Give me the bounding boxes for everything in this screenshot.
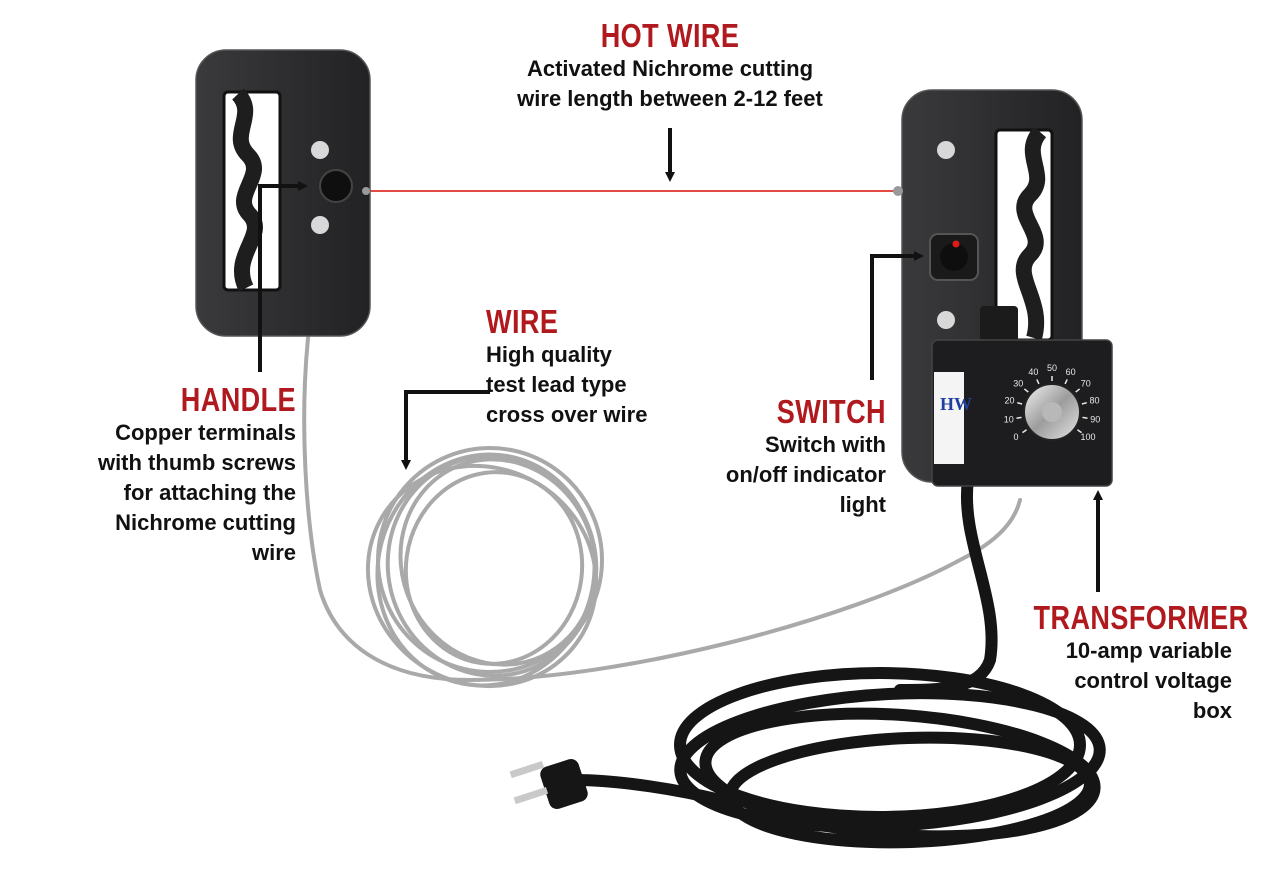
dial-tick-label: 70: [1081, 379, 1091, 389]
callout-wire: WIRE High quality test lead type cross o…: [486, 304, 647, 430]
handle-desc-2: with thumb screws: [97, 450, 296, 475]
transformer-desc-3: box: [1192, 698, 1232, 723]
dial-tick-label: 20: [1004, 396, 1014, 406]
dial-tick-mark: [1036, 379, 1040, 385]
hot-wire-desc-1: Activated Nichrome cutting: [526, 56, 814, 81]
handle-desc-4: Nichrome cutting: [115, 510, 296, 535]
wire-title: WIRE: [486, 303, 559, 340]
transformer-title: TRANSFORMER: [1033, 599, 1249, 636]
wire-desc-1: High quality: [486, 342, 612, 367]
callout-handle: HANDLE Copper terminals with thumb screw…: [40, 382, 296, 568]
handle-desc-5: wire: [251, 540, 296, 565]
dial-tick-label: 0: [1013, 432, 1018, 442]
dial-tick-label: 40: [1028, 367, 1038, 377]
wire-arrow: [401, 390, 490, 470]
switch-arrow: [870, 251, 924, 380]
dial-scale: 0 10 20 30 40 50 60 70 80 90 100: [1004, 363, 1101, 442]
callout-switch: SWITCH Switch with on/off indicator ligh…: [660, 394, 886, 520]
switch-desc-1: Switch with: [765, 432, 886, 457]
dial-tick-mark: [1082, 416, 1088, 420]
dial-tick-label: 30: [1013, 379, 1023, 389]
wire-desc-3: cross over wire: [486, 402, 648, 427]
switch-title: SWITCH: [776, 393, 886, 430]
dial-tick-mark: [1023, 388, 1029, 393]
dial-tick-label: 90: [1090, 415, 1100, 425]
dial-tick-label: 100: [1080, 432, 1095, 442]
callout-arrows: [258, 128, 1103, 592]
power-cord: [569, 474, 1106, 849]
hot-wire-title: HOT WIRE: [600, 17, 740, 54]
dial-logo: HW: [940, 394, 972, 414]
switch-desc-3: light: [839, 492, 886, 517]
callout-transformer: TRANSFORMER 10-amp variable control volt…: [990, 599, 1249, 726]
dial-tick-mark: [1022, 429, 1028, 434]
dial-tick-mark: [1016, 416, 1022, 420]
handle-desc-1: Copper terminals: [115, 420, 296, 445]
handle-desc-3: for attaching the: [123, 480, 296, 505]
dial-tick-mark: [1064, 379, 1068, 385]
switch-desc-2: on/off indicator: [725, 462, 886, 487]
dial-tick-label: 80: [1089, 396, 1099, 406]
hot-wire-desc-2: wire length between 2-12 feet: [517, 86, 823, 111]
transformer-desc-2: control voltage: [1074, 668, 1232, 693]
transformer-desc-1: 10-amp variable: [1065, 638, 1232, 663]
dial-tick-label: 60: [1066, 367, 1076, 377]
power-plug: [509, 758, 588, 810]
dial-tick-mark: [1081, 401, 1087, 405]
dial-tick-label: 50: [1047, 363, 1057, 373]
transformer-box: HW 0 10 20 30 40 50 60 70 80 90 100: [931, 306, 1113, 487]
dial-tick-mark: [1017, 401, 1023, 405]
wire-desc-2: test lead type: [486, 372, 627, 397]
callout-hot-wire: HOT WIRE Activated Nichrome cutting wire…: [470, 18, 870, 114]
handle-arrow: [258, 181, 308, 372]
gray-lead-wire: [302, 336, 1022, 689]
dial-tick-mark: [1076, 429, 1082, 434]
dial-tick-mark: [1075, 388, 1081, 393]
dial-tick-label: 10: [1004, 415, 1014, 425]
left-handle: [195, 49, 371, 337]
handle-title: HANDLE: [180, 381, 296, 418]
